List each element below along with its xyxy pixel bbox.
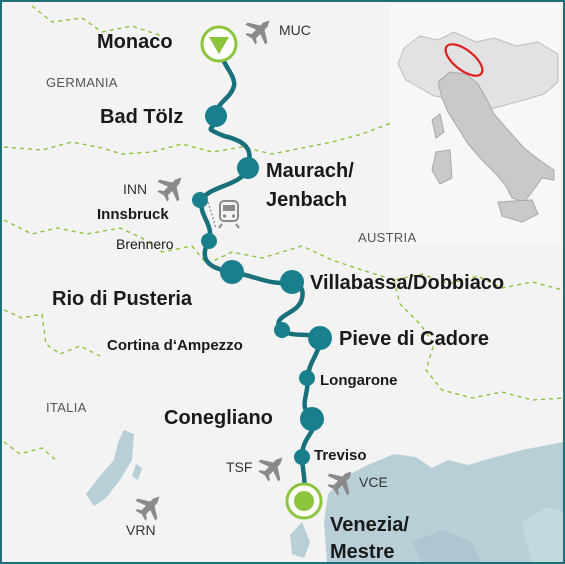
italy-inset-map <box>390 4 561 244</box>
stop-conegliano <box>300 407 324 431</box>
stop-label-brennero: Brennero <box>116 236 174 252</box>
airport-label-muc: MUC <box>279 22 311 38</box>
stop-label-monaco: Monaco <box>97 31 173 53</box>
lake-small <box>132 464 142 480</box>
stop-rio-di-pusteria <box>220 260 244 284</box>
stop-label-longarone: Longarone <box>320 372 398 389</box>
airport-label-tsf: TSF <box>226 459 253 475</box>
airplane-icon-tsf <box>253 447 293 487</box>
airport-label-vrn: VRN <box>126 522 156 538</box>
stop-label-pieve: Pieve di Cadore <box>339 328 490 350</box>
route-line <box>199 43 323 501</box>
end-point-icon <box>285 482 323 520</box>
stop-label-cortina: Cortina d‘Ampezzo <box>107 337 243 354</box>
stop-pieve <box>308 326 332 350</box>
lagoon <box>290 522 310 558</box>
stop-label-jenbach: Jenbach <box>266 189 348 211</box>
stop-treviso <box>294 449 310 465</box>
stop-label-villabassa: Villabassa/Dobbiaco <box>310 272 505 294</box>
sea-corner <box>522 507 563 562</box>
stop-innsbruck <box>192 192 208 208</box>
stop-label-bad-tolz: Bad Tölz <box>100 106 184 128</box>
stop-label-rio: Rio di Pusteria <box>52 288 193 310</box>
region-germany: GERMANIA <box>46 75 118 90</box>
airport-label-vce: VCE <box>359 474 388 490</box>
stop-label-innsbruck: Innsbruck <box>97 206 169 223</box>
airport-label-inn: INN <box>123 181 148 197</box>
country-borders <box>3 5 563 463</box>
stop-label-maurach: Maurach/ <box>266 160 354 182</box>
airplane-icon-muc <box>240 10 280 50</box>
stop-villabassa <box>280 270 304 294</box>
region-austria: AUSTRIA <box>358 230 417 245</box>
airplane-icon-vrn <box>130 486 170 526</box>
stop-longarone <box>299 370 315 386</box>
highlight-oval <box>444 43 484 77</box>
stop-brennero <box>201 233 217 249</box>
stop-label-mestre: Mestre <box>330 541 395 563</box>
train-icon <box>207 200 240 229</box>
sea-corner-2 <box>412 530 482 562</box>
stops <box>192 105 332 465</box>
stop-bad-tolz <box>205 105 227 127</box>
start-triangle-icon <box>200 25 238 63</box>
stop-label-treviso: Treviso <box>314 447 367 464</box>
stop-label-venezia: Venezia/ <box>330 514 409 536</box>
lake-garda <box>86 430 134 506</box>
stop-maurach-jenbach <box>237 157 259 179</box>
adriatic-sea <box>324 442 563 562</box>
stop-cortina <box>274 322 290 338</box>
region-italy: ITALIA <box>46 400 87 415</box>
stop-label-conegliano: Conegliano <box>164 407 273 429</box>
airplane-icon-inn <box>152 167 192 207</box>
